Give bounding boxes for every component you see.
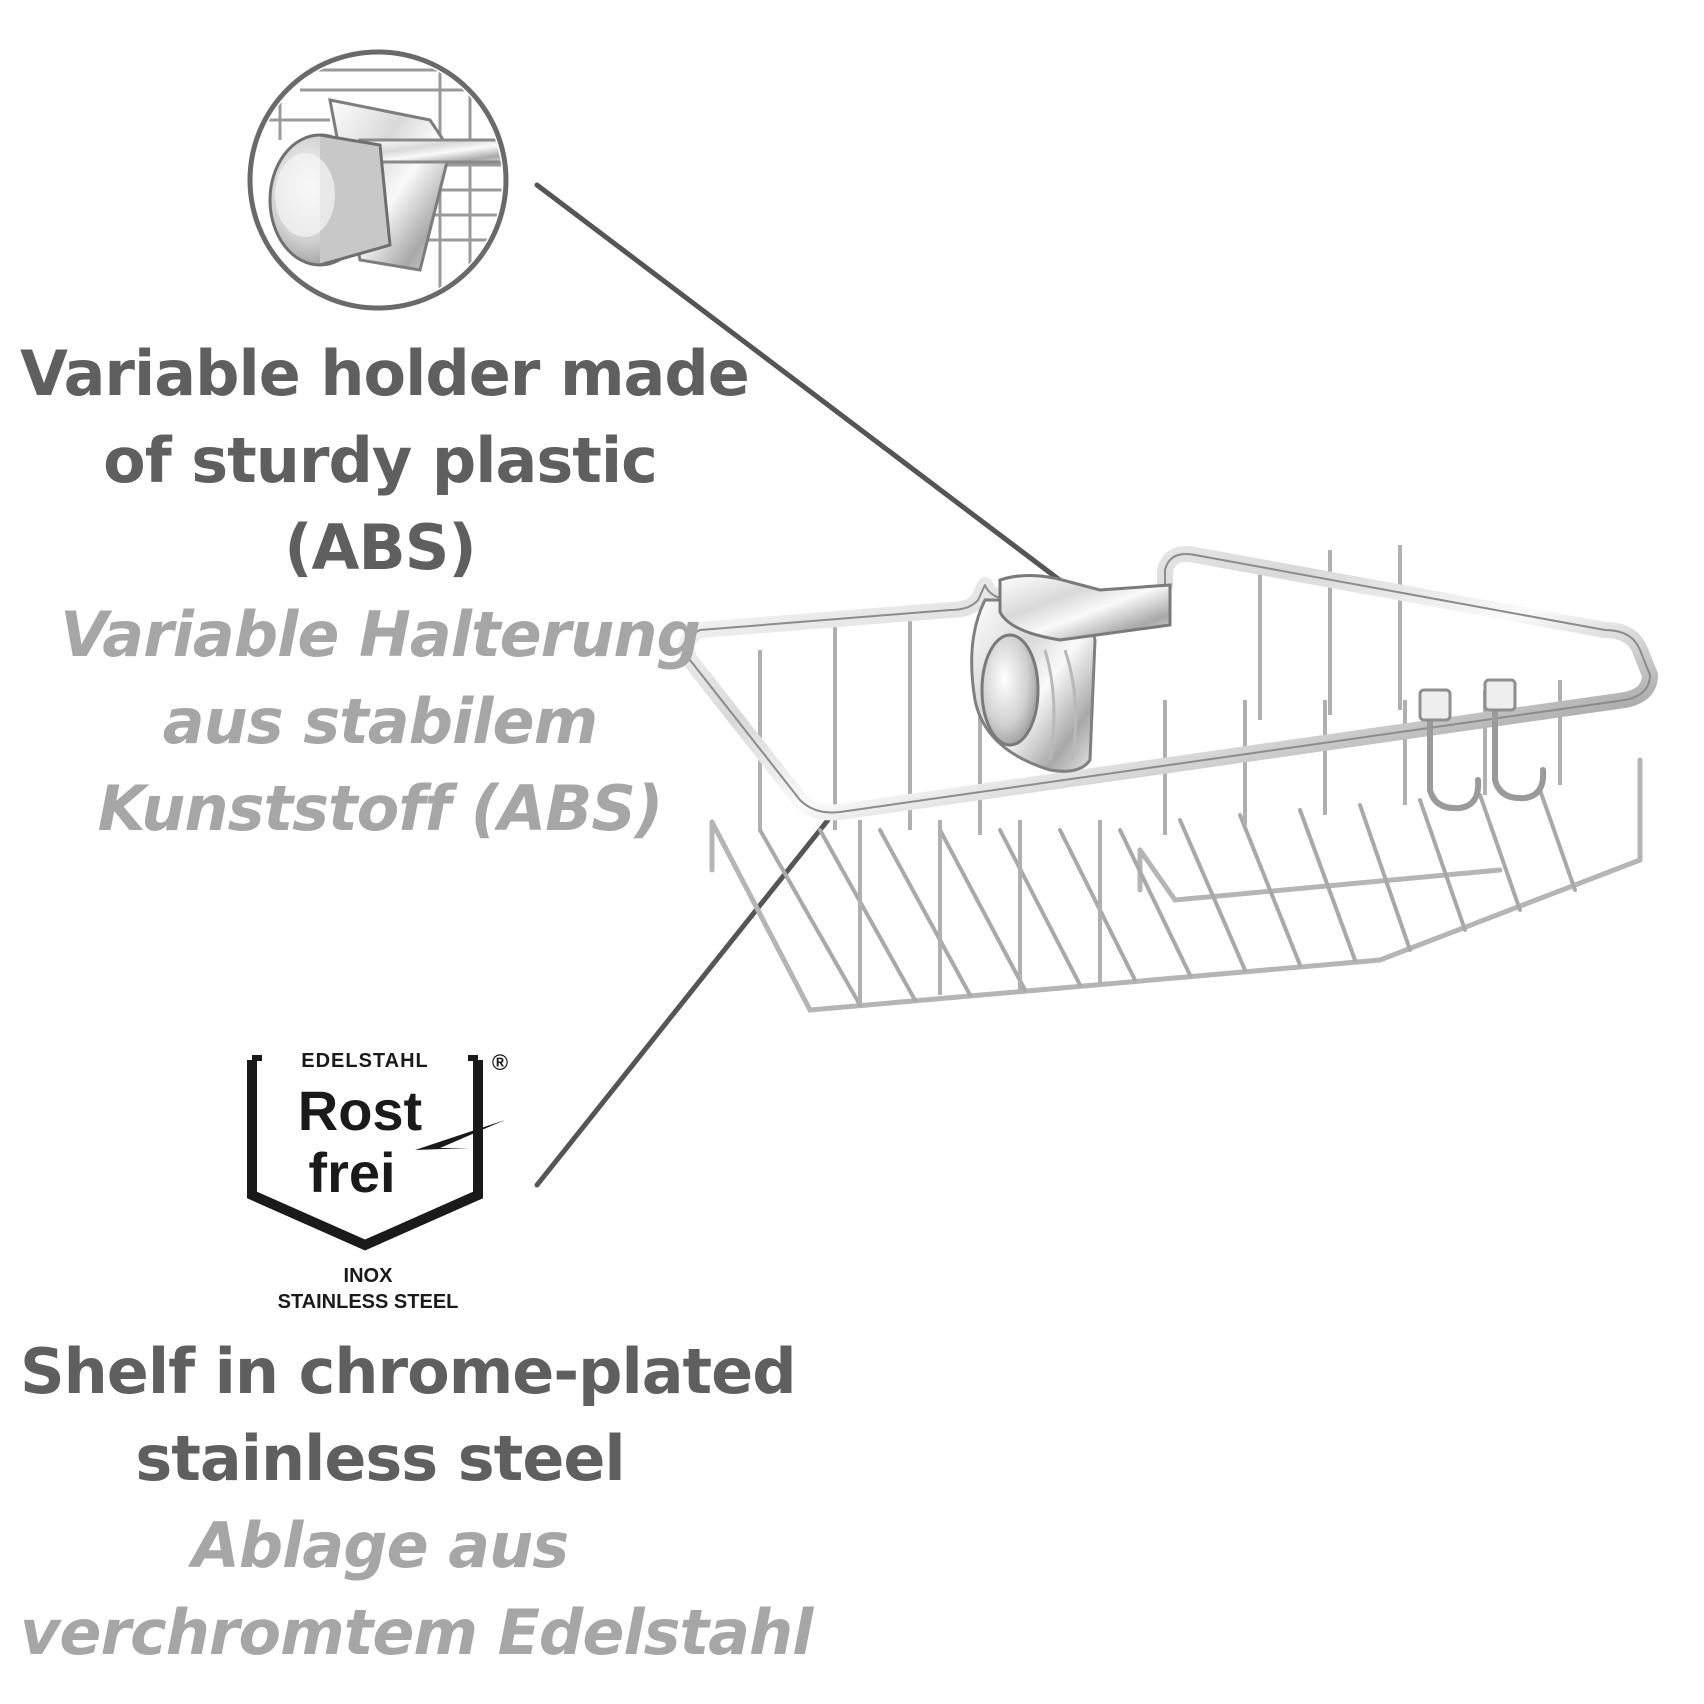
- shelf-german-line-2: verchromtem Edelstahl: [20, 1596, 813, 1669]
- basket-bottom-grid: [709, 757, 1643, 1013]
- holder-german-line-3: Kunststoff (ABS): [97, 772, 664, 845]
- shelf-leader-line: [534, 817, 831, 1188]
- holder-english-text: Variable holder made of sturdy plastic (…: [20, 330, 750, 591]
- shelf-english-text: Shelf in chrome-plated stainless steel: [20, 1328, 797, 1502]
- holder-german-text: Variable Halterung aus stabilem Kunststo…: [20, 591, 740, 852]
- holder-feature: Variable holder made of sturdy plastic (…: [20, 330, 750, 852]
- shelf-english-line-1: Shelf in chrome-plated: [20, 1335, 797, 1408]
- shelf-feature: Shelf in chrome-plated stainless steel A…: [20, 1328, 813, 1676]
- holder-english-line-3: (ABS): [284, 511, 477, 584]
- basket-hooks: [1418, 678, 1547, 812]
- shelf-german-text: Ablage aus verchromtem Edelstahl: [20, 1502, 813, 1676]
- shelf-german-line-1: Ablage aus: [191, 1509, 569, 1582]
- holder-detail-circle: [247, 49, 509, 311]
- holder-clamp: [970, 573, 1172, 773]
- shelf-english-line-2: stainless steel: [135, 1422, 625, 1495]
- holder-german-line-1: Variable Halterung: [60, 598, 701, 671]
- holder-english-line-1: Variable holder made: [20, 337, 750, 410]
- holder-german-line-2: aus stabilem: [162, 685, 598, 758]
- holder-leader-line: [534, 182, 1093, 606]
- holder-english-line-2: of sturdy plastic: [103, 424, 658, 497]
